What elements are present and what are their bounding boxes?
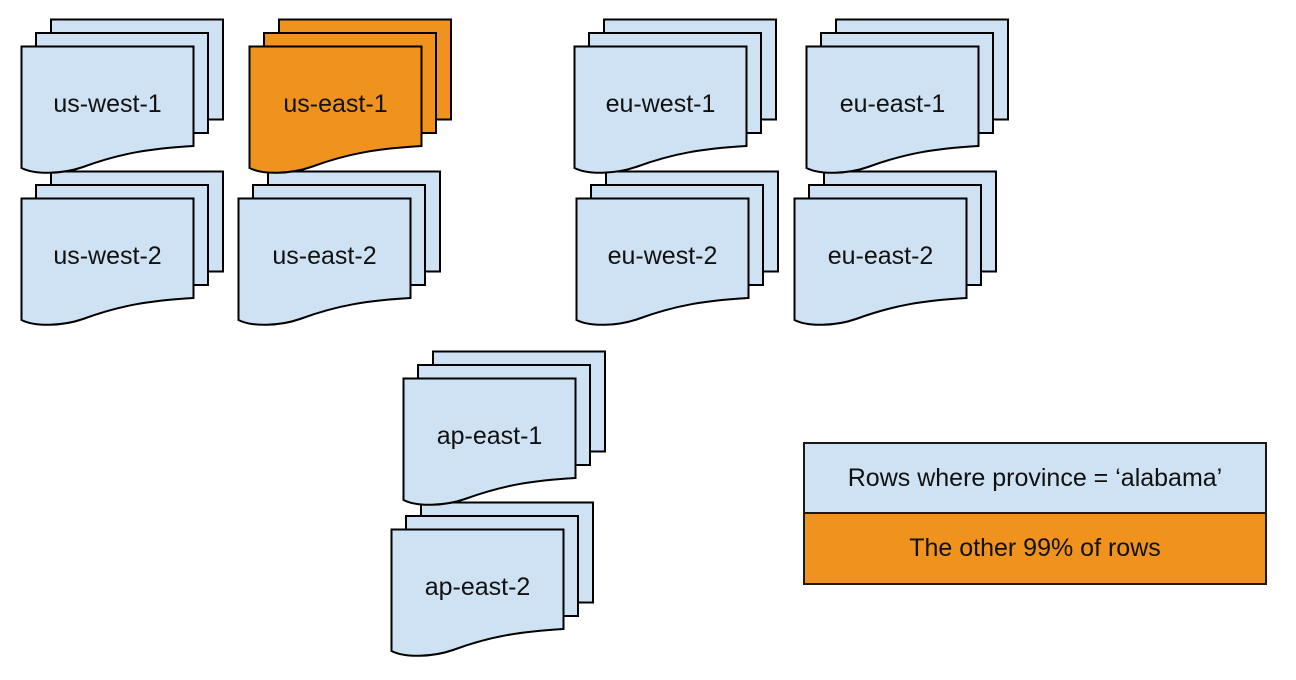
region-stack-us-east-1: us-east-1 bbox=[248, 18, 453, 176]
document-stack-icon bbox=[248, 18, 452, 174]
region-label: us-west-1 bbox=[53, 89, 162, 118]
document-stack-icon bbox=[402, 350, 606, 506]
legend-item-alabama-rows: Rows where province = ‘alabama’ bbox=[805, 444, 1265, 514]
document-stack-icon bbox=[793, 170, 997, 326]
region-stack-eu-east-2: eu-east-2 bbox=[793, 170, 998, 328]
document-stack-icon bbox=[573, 18, 777, 174]
region-label: eu-east-1 bbox=[839, 89, 946, 118]
region-stack-eu-west-1: eu-west-1 bbox=[573, 18, 778, 176]
document-stack-icon bbox=[20, 170, 224, 326]
region-stack-us-west-1: us-west-1 bbox=[20, 18, 225, 176]
region-label: ap-east-1 bbox=[436, 421, 543, 450]
region-label: eu-east-2 bbox=[827, 241, 934, 270]
region-label: us-east-2 bbox=[272, 241, 377, 270]
document-stack-icon bbox=[20, 18, 224, 174]
region-stack-eu-east-1: eu-east-1 bbox=[805, 18, 1010, 176]
region-label: eu-west-2 bbox=[607, 241, 718, 270]
region-label: ap-east-2 bbox=[424, 572, 531, 601]
region-stack-us-east-2: us-east-2 bbox=[237, 170, 442, 328]
legend-item-other-rows: The other 99% of rows bbox=[805, 514, 1265, 583]
document-stack-icon bbox=[390, 501, 594, 657]
region-label: us-west-2 bbox=[53, 241, 162, 270]
document-stack-icon bbox=[805, 18, 1009, 174]
region-stack-ap-east-1: ap-east-1 bbox=[402, 350, 607, 508]
region-stack-ap-east-2: ap-east-2 bbox=[390, 501, 595, 659]
region-stack-eu-west-2: eu-west-2 bbox=[575, 170, 780, 328]
legend: Rows where province = ‘alabama’ The othe… bbox=[803, 442, 1267, 585]
document-stack-icon bbox=[575, 170, 779, 326]
document-stack-icon bbox=[237, 170, 441, 326]
region-stack-us-west-2: us-west-2 bbox=[20, 170, 225, 328]
region-label: us-east-1 bbox=[283, 89, 388, 118]
region-label: eu-west-1 bbox=[605, 89, 716, 118]
